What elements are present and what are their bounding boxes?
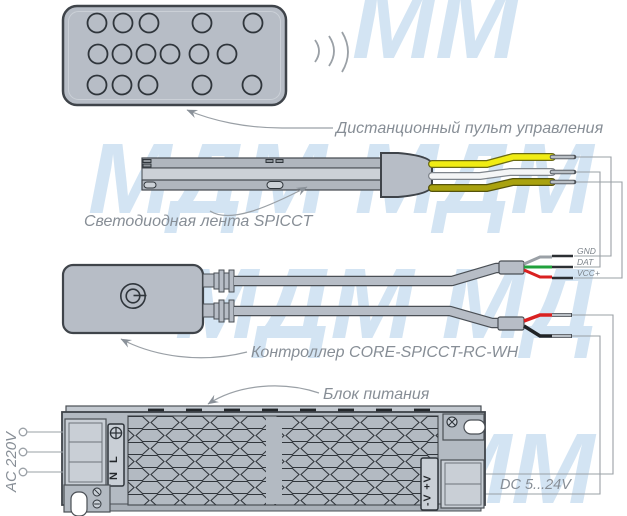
power-button-icon [120, 282, 147, 309]
watermark-text: ДМ [187, 508, 353, 516]
controller-wire-vcc [523, 268, 552, 279]
psu-vent-slots [148, 408, 430, 413]
remote-button [86, 74, 108, 96]
remote-button [188, 43, 210, 65]
strip-wire-yellow [429, 154, 555, 167]
psu-dc-terminal-label: -V +V [422, 474, 434, 506]
dc-voltage-label: DC 5...24V [500, 477, 572, 493]
strip-leader-line [209, 186, 308, 217]
remote-button [191, 74, 213, 96]
link-strip-to-gnd [574, 156, 612, 257]
psu-screw [446, 416, 458, 428]
remote-button [159, 43, 181, 65]
remote-button [111, 43, 133, 65]
connection-links [485, 156, 623, 495]
strip-wire-olive [429, 179, 555, 191]
strip-label: Светодиодная лента SPICCT [84, 213, 314, 230]
psu-mounting-tab-right [442, 413, 486, 441]
controller-wire-minus [523, 324, 552, 338]
psu-grille-seam [266, 417, 282, 504]
link-strip-to-vcc [574, 181, 623, 279]
strip-wire-white [429, 169, 555, 179]
psu-screws [92, 487, 102, 509]
watermark-text: ММ [352, 0, 521, 80]
psu-dc-terminal: -V +V [420, 457, 485, 511]
wire-label-vcc: VCC+ [577, 268, 600, 278]
strip-bottom-rail [141, 179, 384, 191]
remote-leader-line [186, 109, 333, 129]
strip-top-rail [141, 157, 384, 169]
link-controller-to-psu-minus [485, 335, 601, 495]
controller-leader-line [120, 338, 248, 359]
psu-ac-terminal: N L [64, 418, 125, 487]
power-supply: N L -V +V [3, 385, 572, 516]
remote-control: Дистанционный пульт управления [61, 4, 604, 137]
link-controller-to-psu-plus [485, 314, 614, 475]
strip-wires [428, 153, 577, 192]
mounting-slot [70, 491, 88, 516]
signal-wire-ferrules [552, 254, 573, 280]
ac-input-leads: AC 220V [3, 427, 63, 493]
strip-solder-pads [142, 159, 284, 189]
mounting-slot [463, 419, 486, 435]
remote-buttons [86, 12, 264, 96]
remote-button [242, 12, 264, 34]
psu-leader-line [207, 385, 320, 405]
led-strip: Светодиодная лента SPICCT [84, 152, 577, 230]
strip-end-cap [380, 152, 433, 198]
cable-sheath [498, 260, 525, 275]
remote-button [138, 12, 160, 34]
wire-label-dat: DAT [577, 257, 594, 267]
wire-label-gnd: GND [577, 246, 596, 256]
cable-sheath [497, 316, 525, 331]
remote-button [191, 12, 213, 34]
psu-grille-mesh [128, 416, 438, 505]
link-strip-to-dat [574, 171, 601, 268]
remote-button [135, 43, 157, 65]
remote-body [61, 4, 288, 107]
remote-button [241, 74, 263, 96]
ground-symbol-icon [109, 426, 123, 440]
remote-button [86, 12, 108, 34]
controller-cable-bottom [202, 299, 572, 338]
controller: GND DAT VCC+ Контроллер CORE-SPICCT-RC-W… [61, 246, 600, 361]
remote-button [87, 43, 109, 65]
controller-wire-plus [523, 313, 552, 323]
controller-label: Контроллер CORE-SPICCT-RC-WH [251, 344, 519, 361]
remote-button [112, 12, 134, 34]
psu-ac-terminal-label: N L [108, 453, 120, 480]
psu-label: Блок питания [323, 386, 430, 403]
controller-wire-gnd [523, 255, 552, 266]
remote-button [216, 43, 238, 65]
controller-cable-top [202, 254, 573, 293]
remote-label: Дистанционный пульт управления [334, 120, 604, 137]
remote-button [111, 74, 133, 96]
psu-dc-label-plate [420, 457, 439, 511]
strip-middle [141, 167, 384, 181]
signal-waves-icon [314, 31, 349, 73]
psu-ac-label-plate [107, 423, 125, 487]
remote-button [137, 74, 159, 96]
controller-body [61, 263, 205, 335]
ac-lead-terminals [18, 427, 28, 477]
ac-voltage-label: AC 220V [3, 430, 20, 493]
remote-body-highlight [68, 11, 281, 100]
psu-mounting-tab-left [63, 484, 111, 516]
